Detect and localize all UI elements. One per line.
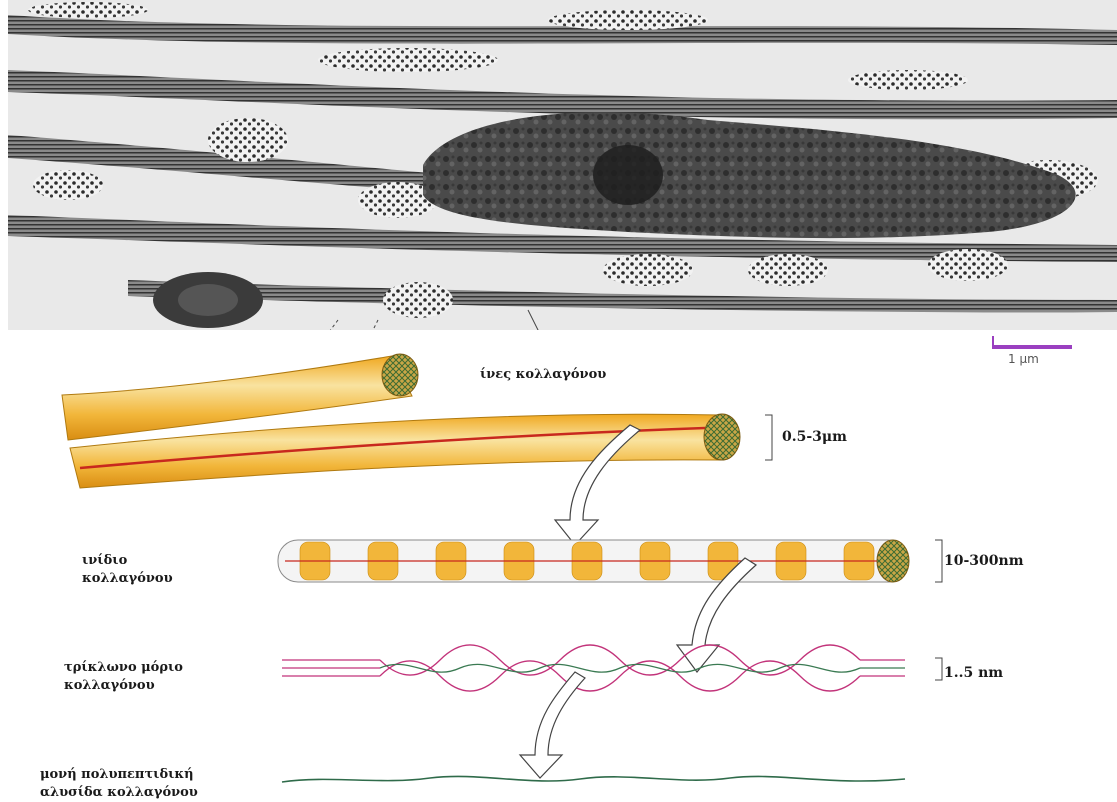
label-fibril-line1: ινίδιο [82, 552, 127, 570]
label-single-line2: αλυσίδα κολλαγόνου [40, 784, 198, 802]
label-triple-line1: τρίκλωνο μόριο [64, 659, 183, 677]
label-single-line1: μονή πολυπεπτιδική [40, 766, 194, 784]
measurement-molecule: 1..5 nm [944, 664, 1003, 682]
label-triple-line2: κολλαγόνου [64, 677, 155, 695]
triple-helix [282, 645, 905, 691]
single-polypeptide-chain [282, 776, 905, 782]
measurement-fiber: 0.5-3μm [782, 428, 847, 446]
label-fibril-line2: κολλαγόνου [82, 570, 173, 588]
collagen-fibril [278, 540, 909, 582]
arrow-helix-to-chain [520, 672, 585, 778]
label-collagen-fibers: ίνες κολλαγόνου [480, 366, 606, 384]
measurement-fibril: 10-300nm [944, 552, 1024, 570]
